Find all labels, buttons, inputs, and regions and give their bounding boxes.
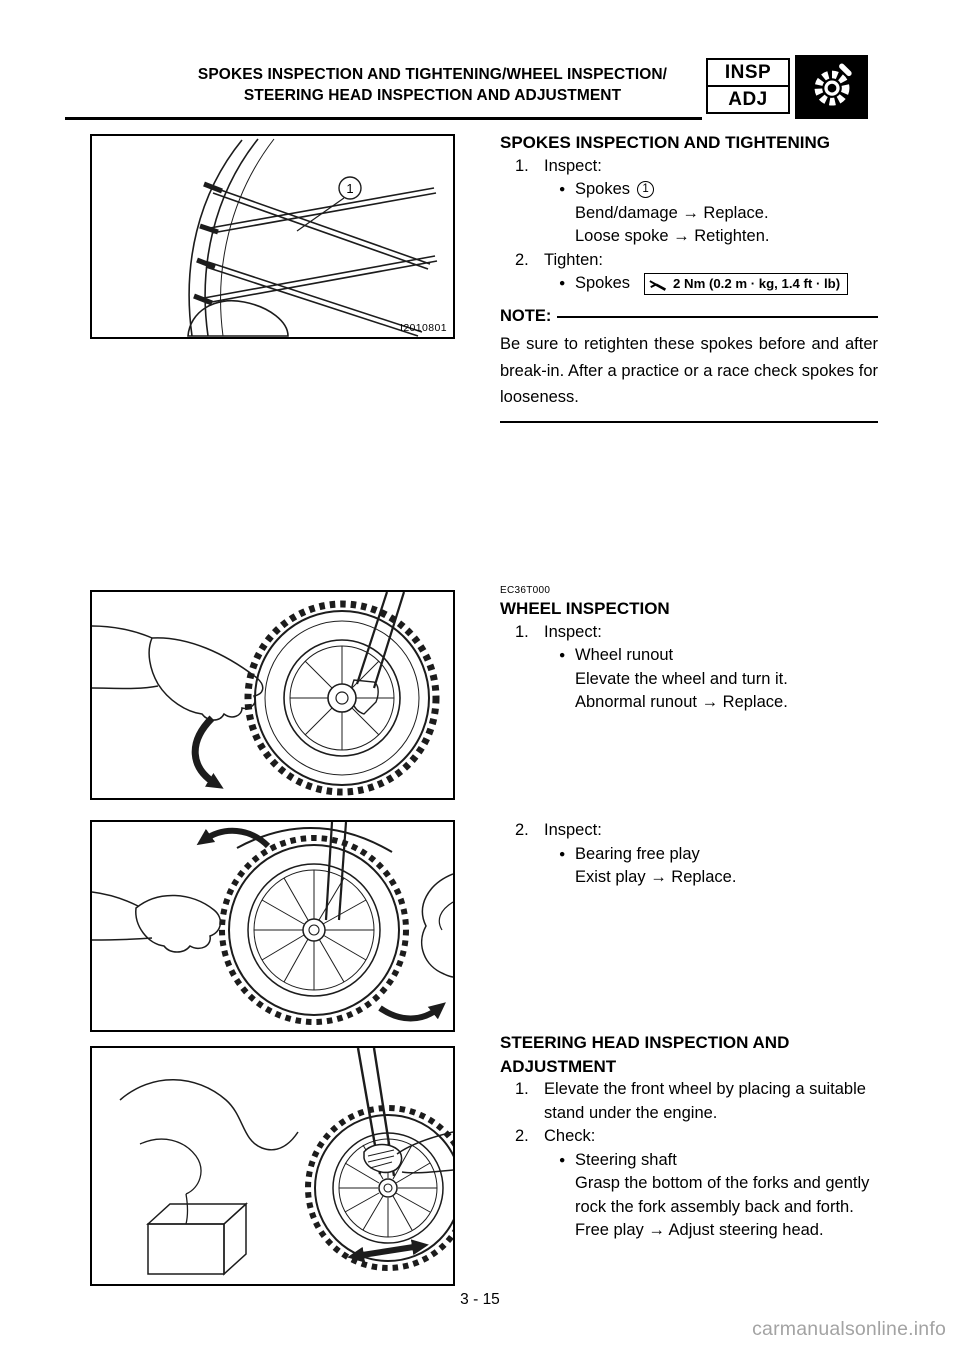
wheel-step-1: 1. Inspect: [515,621,878,645]
section-spokes: SPOKES INSPECTION AND TIGHTENING 1. Insp… [500,131,878,423]
step-number: 1. [515,622,529,641]
gear-icon [814,63,852,106]
bullet-icon: ● [559,847,566,860]
bullet-label: Bearing free play [575,844,700,863]
bullet-label: Wheel runout [575,646,674,664]
figure-code: I2010801 [400,322,447,334]
wrench-icon [649,279,667,291]
step-title: Inspect: [544,821,602,839]
note-label: NOTE: [500,306,552,325]
bullet-icon: ● [559,277,566,289]
wheel-runout-drawing [92,592,440,796]
figure-wheel-runout [90,590,455,800]
step-title: Tighten: [544,250,604,269]
watermark: carmanualsonline.info [752,1318,946,1340]
figure-callout-1-number: 1 [346,181,353,196]
adj-label: ADJ [728,88,768,110]
section-code: EC36T000 [500,585,551,596]
detail-line: Loose spoke → Retighten. [575,227,770,245]
spokes-step-1: 1. Inspect: [515,155,878,179]
spokes-step-2: 2. Tighten: [515,249,878,273]
insp-adj-badge: INSP ADJ [706,58,790,114]
stand-box [146,1202,248,1276]
rock-arrow-up [196,827,271,849]
detail-line: Abnormal runout → Replace. [575,693,788,711]
section-end-rule [500,420,878,423]
bullet-icon: ● [559,183,566,195]
note-head: NOTE: [500,305,878,329]
header-title-line1: SPOKES INSPECTION AND TIGHTENING/WHEEL I… [197,66,668,83]
section-wheel-inspection: EC36T000 WHEEL INSPECTION 1. Inspect: ● … [500,585,878,715]
rock-arrow-down [378,1002,446,1022]
spokes-bullet-2: ● Spokes 2 Nm (0.2 m · kg, 1.4 ft · lb) [559,272,878,296]
step-title: Inspect: [544,156,602,175]
bullet-icon: ● [559,1153,566,1166]
note-rule [557,316,878,319]
detail-line: Elevate the wheel and turn it. [575,669,788,688]
bullet-label: Spokes [575,274,631,292]
steering-heading: STEERING HEAD INSPECTION AND ADJUSTMENT [500,1033,790,1076]
detail-line: Exist play → Replace. [575,868,737,886]
spokes-bullet-1: ● Spokes 1 [559,178,878,202]
step-title: Check: [544,1127,596,1145]
step-number: 2. [515,821,529,839]
step-number: 1. [515,1080,529,1098]
bearing-play-drawing [92,822,453,1025]
page-header-title: SPOKES INSPECTION AND TIGHTENING/WHEEL I… [160,64,705,106]
wheel-heading: WHEEL INSPECTION [500,599,670,618]
figure-steering-head [90,1046,455,1286]
figure-spokes: 1 I2010801 [90,134,455,339]
step-title: Inspect: [544,622,602,641]
wheel-bullet-1: ● Wheel runout [559,644,878,668]
section-wheel-inspection-2: 2. Inspect: ● Bearing free play Exist pl… [500,819,878,890]
step-number: 2. [515,250,529,269]
header-rule [65,117,702,120]
bullet-label: Steering shaft [575,1150,677,1169]
insp-label: INSP [708,60,788,87]
figure-callout-1: 1 [338,176,362,200]
bullet-label: Spokes [575,180,631,198]
page-number: 3 - 15 [460,1291,500,1308]
spokes-drawing: 1 [187,138,438,337]
note-block: NOTE: Be sure to retighten these spokes … [500,305,878,423]
torque-spec-box: 2 Nm (0.2 m · kg, 1.4 ft · lb) [644,273,849,295]
figure-bearing-play [90,820,455,1032]
steering-head-drawing [119,1048,453,1276]
steering-step-2: 2. Check: [515,1125,878,1149]
tool-icon-box [795,55,868,119]
torque-value: 2 Nm (0.2 m · kg, 1.4 ft · lb) [673,276,841,292]
note-text: Be sure to retighten these spokes before… [500,335,878,406]
steering-bullet-1: ● Steering shaft [559,1149,878,1173]
rotation-arrow [191,715,224,789]
step-number: 1. [515,156,529,175]
spokes-heading: SPOKES INSPECTION AND TIGHTENING [500,133,830,152]
detail-line: Grasp the bottom of the forks and gently… [575,1174,870,1216]
wheel-step-2: 2. Inspect: [515,819,878,843]
detail-line: Bend/damage → Replace. [575,203,769,222]
callout-1-badge: 1 [637,181,655,198]
detail-line: Free play → Adjust steering head. [575,1221,824,1239]
section-steering-head: STEERING HEAD INSPECTION AND ADJUSTMENT … [500,1031,878,1243]
bullet-icon: ● [559,649,566,661]
wheel-bullet-2: ● Bearing free play [559,843,878,867]
rock-arrow-double [347,1239,429,1263]
step-text: Elevate the front wheel by placing a sui… [544,1080,866,1122]
header-title-line2: STEERING HEAD INSPECTION AND ADJUSTMENT [243,87,622,104]
step-number: 2. [515,1127,529,1145]
steering-step-1: 1. Elevate the front wheel by placing a … [515,1078,878,1125]
